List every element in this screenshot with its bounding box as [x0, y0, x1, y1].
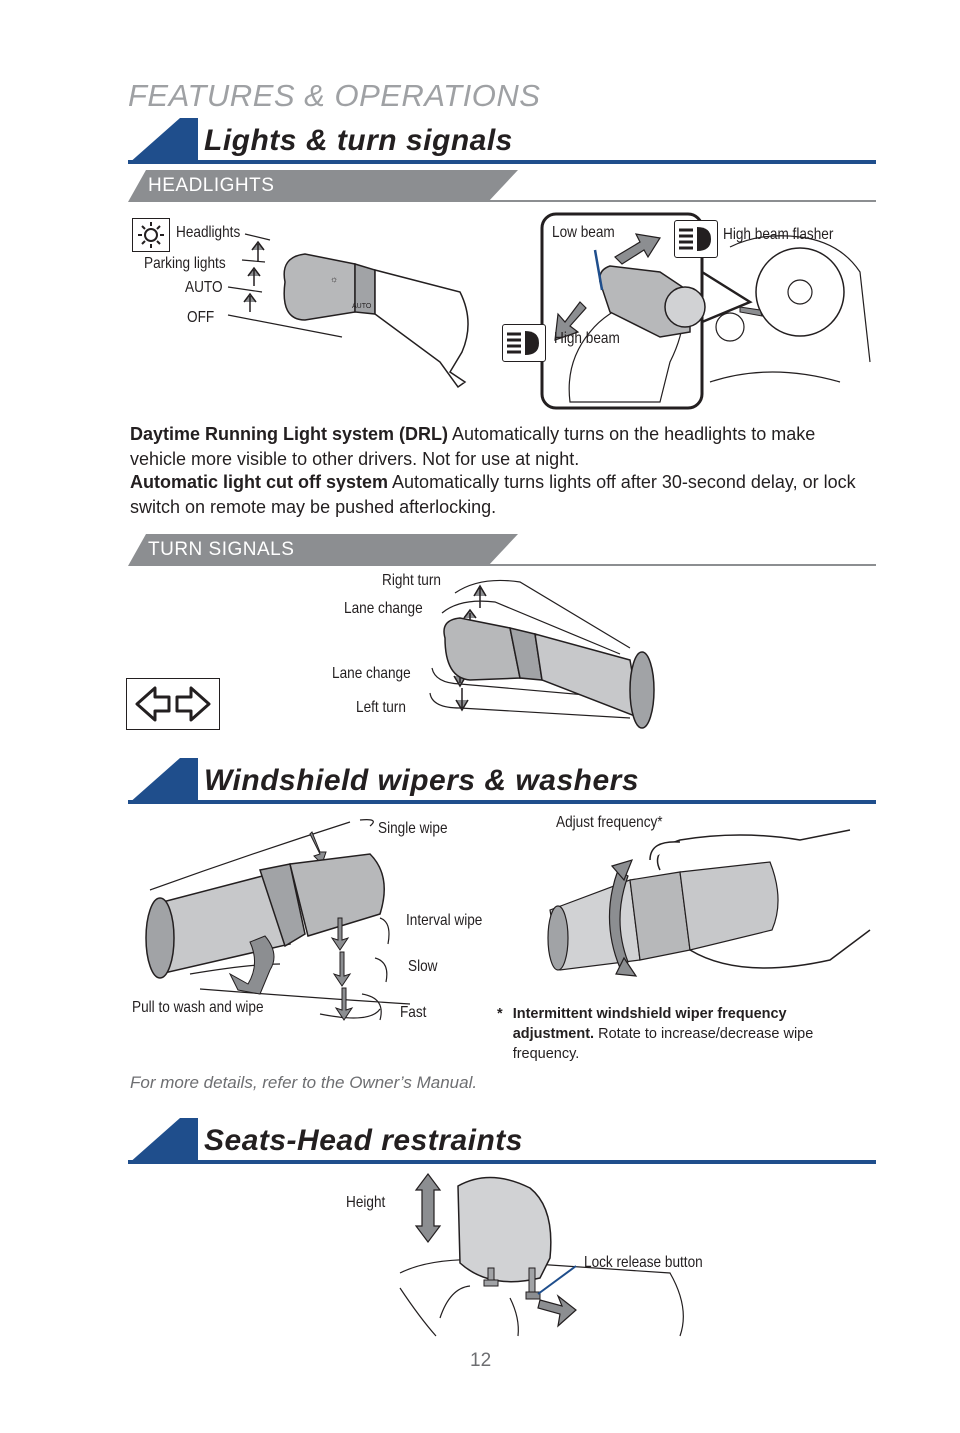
label-high-beam-flasher: High beam flasher	[723, 226, 834, 243]
label-off: OFF	[187, 309, 215, 326]
label-pull-to-wash: Pull to wash and wipe	[132, 999, 264, 1016]
label-slow: Slow	[408, 958, 438, 975]
section-title: Windshield wipers & washers	[204, 764, 640, 797]
label-adjust-frequency: Adjust frequency*	[556, 814, 663, 831]
stalk-drawing: ☼ AUTO	[227, 233, 469, 389]
page-number: 12	[470, 1350, 492, 1371]
owners-manual-note: For more details, refer to the Owner’s M…	[130, 1073, 478, 1092]
up-down-arrow-icon	[414, 1173, 442, 1243]
label-interval-wipe: Interval wipe	[406, 912, 483, 929]
section-heading-lights: Lights & turn signals	[128, 118, 876, 164]
drl-paragraph: Daytime Running Light system (DRL) Autom…	[130, 422, 876, 472]
label-lane-change-up: Lane change	[344, 600, 423, 617]
subsection-turn-signals: TURN SIGNALS	[128, 534, 876, 566]
beam-illustration: Low beam High beam High beam flasher	[502, 212, 880, 412]
wiper-adjust-drawing	[547, 829, 871, 977]
label-right-turn: Right turn	[382, 572, 441, 589]
cutoff-paragraph: Automatic light cut off system Automatic…	[130, 470, 876, 520]
note-star: *	[497, 1006, 503, 1022]
label-low-beam: Low beam	[552, 224, 615, 241]
label-auto: AUTO	[185, 279, 223, 296]
svg-text:AUTO: AUTO	[352, 303, 372, 310]
section-title: Seats-Head restraints	[204, 1124, 523, 1157]
high-beam-icon	[502, 324, 546, 362]
svg-text:☼: ☼	[330, 274, 338, 284]
note-bold: Intermittent windshield wiper frequency …	[512, 1006, 787, 1042]
page-header: FEATURES & OPERATIONS	[128, 78, 541, 113]
subsection-label: TURN SIGNALS	[148, 539, 295, 560]
turn-signal-illustration: Right turn Lane change Lane change Left …	[320, 568, 670, 748]
drl-text: Automatically turns on the headlights to…	[130, 424, 816, 469]
sun-headlight-icon	[132, 218, 170, 252]
head-restraint-illustration: Height Lock release button	[340, 1168, 760, 1338]
label-high-beam: High beam	[554, 330, 620, 347]
label-fast: Fast	[400, 1004, 427, 1021]
headlight-switch-illustration: Headlights Parking lights AUTO OFF ☼ AUT…	[130, 212, 500, 392]
head-restraint-drawing	[399, 1173, 684, 1337]
drl-title: Daytime Running Light system (DRL)	[130, 424, 449, 444]
wiper-stalk-illustration: Single wipe Interval wipe Slow Fast Pull…	[130, 814, 510, 1034]
label-lane-change-down: Lane change	[332, 665, 411, 682]
turn-signal-arrows-icon	[126, 678, 220, 730]
section-heading-seats: Seats-Head restraints	[128, 1118, 876, 1164]
wiper-adjust-illustration: Adjust frequency*	[540, 810, 880, 990]
section-heading-wipers: Windshield wipers & washers	[128, 758, 876, 804]
cutoff-title: Automatic light cut off system	[130, 472, 389, 492]
label-parking-lights: Parking lights	[144, 255, 226, 272]
wiper-frequency-note: * Intermittent windshield wiper frequenc…	[497, 1004, 867, 1064]
wiper-stalk-drawing	[145, 819, 411, 1021]
high-beam-icon	[674, 220, 718, 258]
turn-stalk-drawing	[429, 579, 655, 729]
note-text: Rotate to increase/decrease wipe frequen…	[512, 1026, 814, 1062]
label-left-turn: Left turn	[356, 699, 406, 716]
label-headlights: Headlights	[176, 224, 241, 241]
subsection-headlights: HEADLIGHTS	[128, 170, 876, 202]
label-single-wipe: Single wipe	[378, 820, 448, 837]
section-title: Lights & turn signals	[204, 124, 513, 157]
cutoff-text: Automatically turns lights off after 30-…	[130, 472, 856, 517]
subsection-label: HEADLIGHTS	[148, 175, 275, 196]
beam-drawing	[540, 212, 871, 410]
label-lock-release-button: Lock release button	[584, 1254, 703, 1271]
label-height: Height	[346, 1194, 386, 1211]
